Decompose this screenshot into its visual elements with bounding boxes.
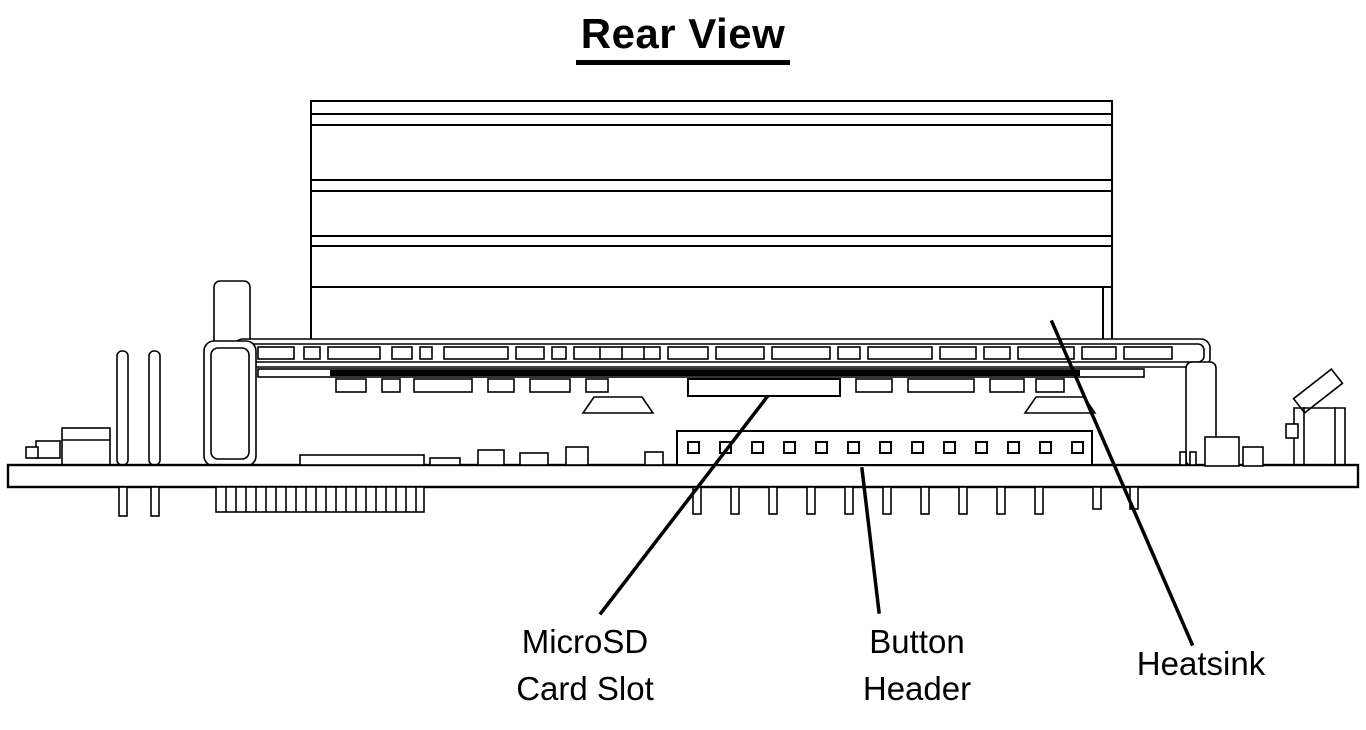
carrier-board-drawing <box>6 463 1360 489</box>
heatsink-label-line1: Heatsink <box>1136 645 1266 682</box>
som-plate-drawing <box>233 338 1211 368</box>
title: Rear View <box>0 10 1366 65</box>
standoff-drawing <box>581 396 1097 414</box>
som-top-components-drawing <box>257 346 1173 360</box>
leader-line-microsd <box>598 394 770 616</box>
left-bracket-drawing <box>203 340 257 467</box>
button-header-label-line1: Button <box>869 623 965 660</box>
right-components-drawing <box>1179 436 1264 467</box>
heatsink-label: Heatsink <box>1076 640 1326 687</box>
leader-line-heatsink <box>1049 319 1195 647</box>
som-pcb-drawing <box>257 368 1145 378</box>
microsd-label-line2: Card Slot <box>516 670 654 707</box>
board-top-components-drawing <box>299 446 664 466</box>
left-header-pins-drawing <box>116 350 161 466</box>
leader-line-button-header <box>860 467 881 614</box>
under-board-pins-drawing <box>118 486 1139 517</box>
left-tall-connector-drawing <box>213 280 251 346</box>
title-text: Rear View <box>575 10 791 65</box>
button-header-drawing <box>676 430 1093 466</box>
microsd-card-slot-drawing <box>687 378 841 397</box>
right-antenna-bracket-drawing <box>1285 368 1346 466</box>
som-bottom-components-drawing <box>335 378 1065 393</box>
microsd-label: MicroSD Card Slot <box>435 618 735 712</box>
left-components-drawing <box>25 427 111 467</box>
leader-lines <box>598 319 1195 647</box>
microsd-label-line1: MicroSD <box>521 623 649 660</box>
heatsink-drawing <box>310 100 1113 347</box>
button-header-label: Button Header <box>770 618 1064 712</box>
button-header-label-line2: Header <box>862 670 972 707</box>
